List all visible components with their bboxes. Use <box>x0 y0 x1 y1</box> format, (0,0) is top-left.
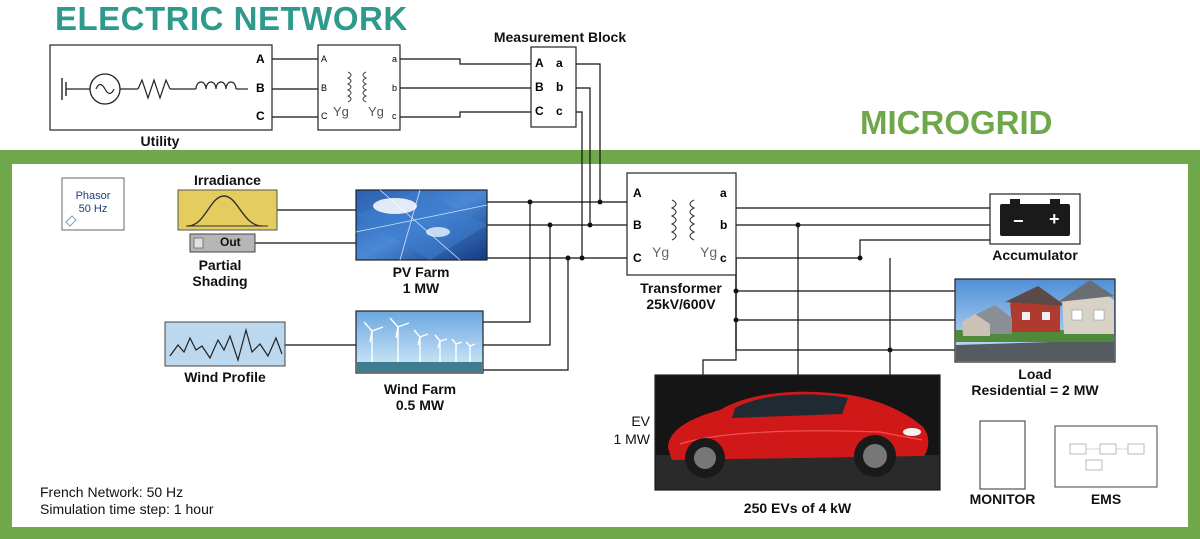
ev-label: 250 EVs of 4 kW <box>743 500 852 516</box>
microgrid-title: MICROGRID <box>860 104 1053 141</box>
transformer-line2: 25kV/600V <box>646 296 716 312</box>
measurement-port-b-out: b <box>556 80 564 94</box>
transformer-winding1: Yg <box>652 244 670 260</box>
wind-farm-line2: 0.5 MW <box>395 397 445 413</box>
measurement-port-c-out: c <box>556 104 563 118</box>
measurement-label: Measurement Block <box>493 29 627 45</box>
grid-transformer-port-a-out: a <box>392 54 398 64</box>
measurement-port-c: C <box>535 104 544 118</box>
grid-transformer-winding1: Yg <box>333 104 349 119</box>
transformer-block[interactable] <box>626 172 737 276</box>
monitor-label: MONITOR <box>969 491 1036 507</box>
irradiance-label: Irradiance <box>194 172 261 188</box>
accumulator-label: Accumulator <box>992 247 1078 263</box>
wind-farm-line1: Wind Farm <box>383 381 457 397</box>
accumulator-minus: − <box>1013 211 1024 231</box>
wires <box>255 58 990 375</box>
transformer-port-c: C <box>633 251 642 265</box>
accumulator-plus: + <box>1049 209 1060 229</box>
phasor-line2: 50 Hz <box>78 203 108 215</box>
pv-farm-line1: PV Farm <box>392 264 450 280</box>
junction-dots <box>527 199 893 353</box>
ev-side-line2: 1 MW <box>613 431 650 447</box>
note-timestep: Simulation time step: 1 hour <box>40 501 214 517</box>
partial-shading-line1: Partial <box>198 257 242 273</box>
monitor-block[interactable] <box>979 420 1026 490</box>
grid-transformer-port-c-out: c <box>392 111 397 121</box>
partial-shading-block[interactable] <box>189 233 256 253</box>
note-network: French Network: 50 Hz <box>40 484 184 500</box>
load-line1: Load <box>1018 366 1052 382</box>
utility-port-c: C <box>256 109 265 123</box>
load-image[interactable] <box>954 278 1116 363</box>
measurement-port-b: B <box>535 80 544 94</box>
ems-label: EMS <box>1090 491 1122 507</box>
grid-transformer-port-b: B <box>321 83 328 93</box>
utility-port-a: A <box>256 52 265 66</box>
electric-network-title: ELECTRIC NETWORK <box>55 0 408 37</box>
grid-transformer-block[interactable] <box>317 44 401 131</box>
grid-transformer-port-a: A <box>321 54 328 64</box>
ems-block[interactable] <box>1054 425 1158 488</box>
measurement-port-a: A <box>535 56 544 70</box>
transformer-port-a: A <box>633 186 642 200</box>
phasor-block[interactable] <box>61 177 125 231</box>
wind-farm-image[interactable] <box>355 310 484 374</box>
pv-farm-image[interactable] <box>355 189 488 261</box>
load-line2: Residential = 2 MW <box>971 382 1099 398</box>
utility-label: Utility <box>140 133 180 149</box>
pv-farm-line2: 1 MW <box>402 280 440 296</box>
accumulator-block[interactable] <box>989 193 1081 245</box>
transformer-line1: Transformer <box>640 280 722 296</box>
partial-shading-out: Out <box>220 235 241 249</box>
wind-profile-block[interactable] <box>164 321 286 367</box>
measurement-port-a-out: a <box>556 56 563 70</box>
measurement-block[interactable] <box>530 46 577 128</box>
utility-port-b: B <box>256 81 265 95</box>
transformer-winding2: Yg <box>700 244 718 260</box>
grid-transformer-port-c: C <box>321 111 328 121</box>
ev-side-line1: EV <box>631 413 650 429</box>
partial-shading-line2: Shading <box>192 273 248 289</box>
grid-transformer-winding2: Yg <box>368 104 384 119</box>
ev-image[interactable] <box>654 374 941 491</box>
utility-block[interactable] <box>49 44 273 131</box>
phasor-line1: Phasor <box>75 190 111 202</box>
transformer-port-b-out: b <box>720 218 728 232</box>
transformer-port-b: B <box>633 218 642 232</box>
wind-profile-label: Wind Profile <box>184 369 266 385</box>
irradiance-block[interactable] <box>177 189 278 231</box>
grid-transformer-port-b-out: b <box>392 83 398 93</box>
transformer-port-a-out: a <box>720 186 727 200</box>
transformer-port-c-out: c <box>720 251 727 265</box>
